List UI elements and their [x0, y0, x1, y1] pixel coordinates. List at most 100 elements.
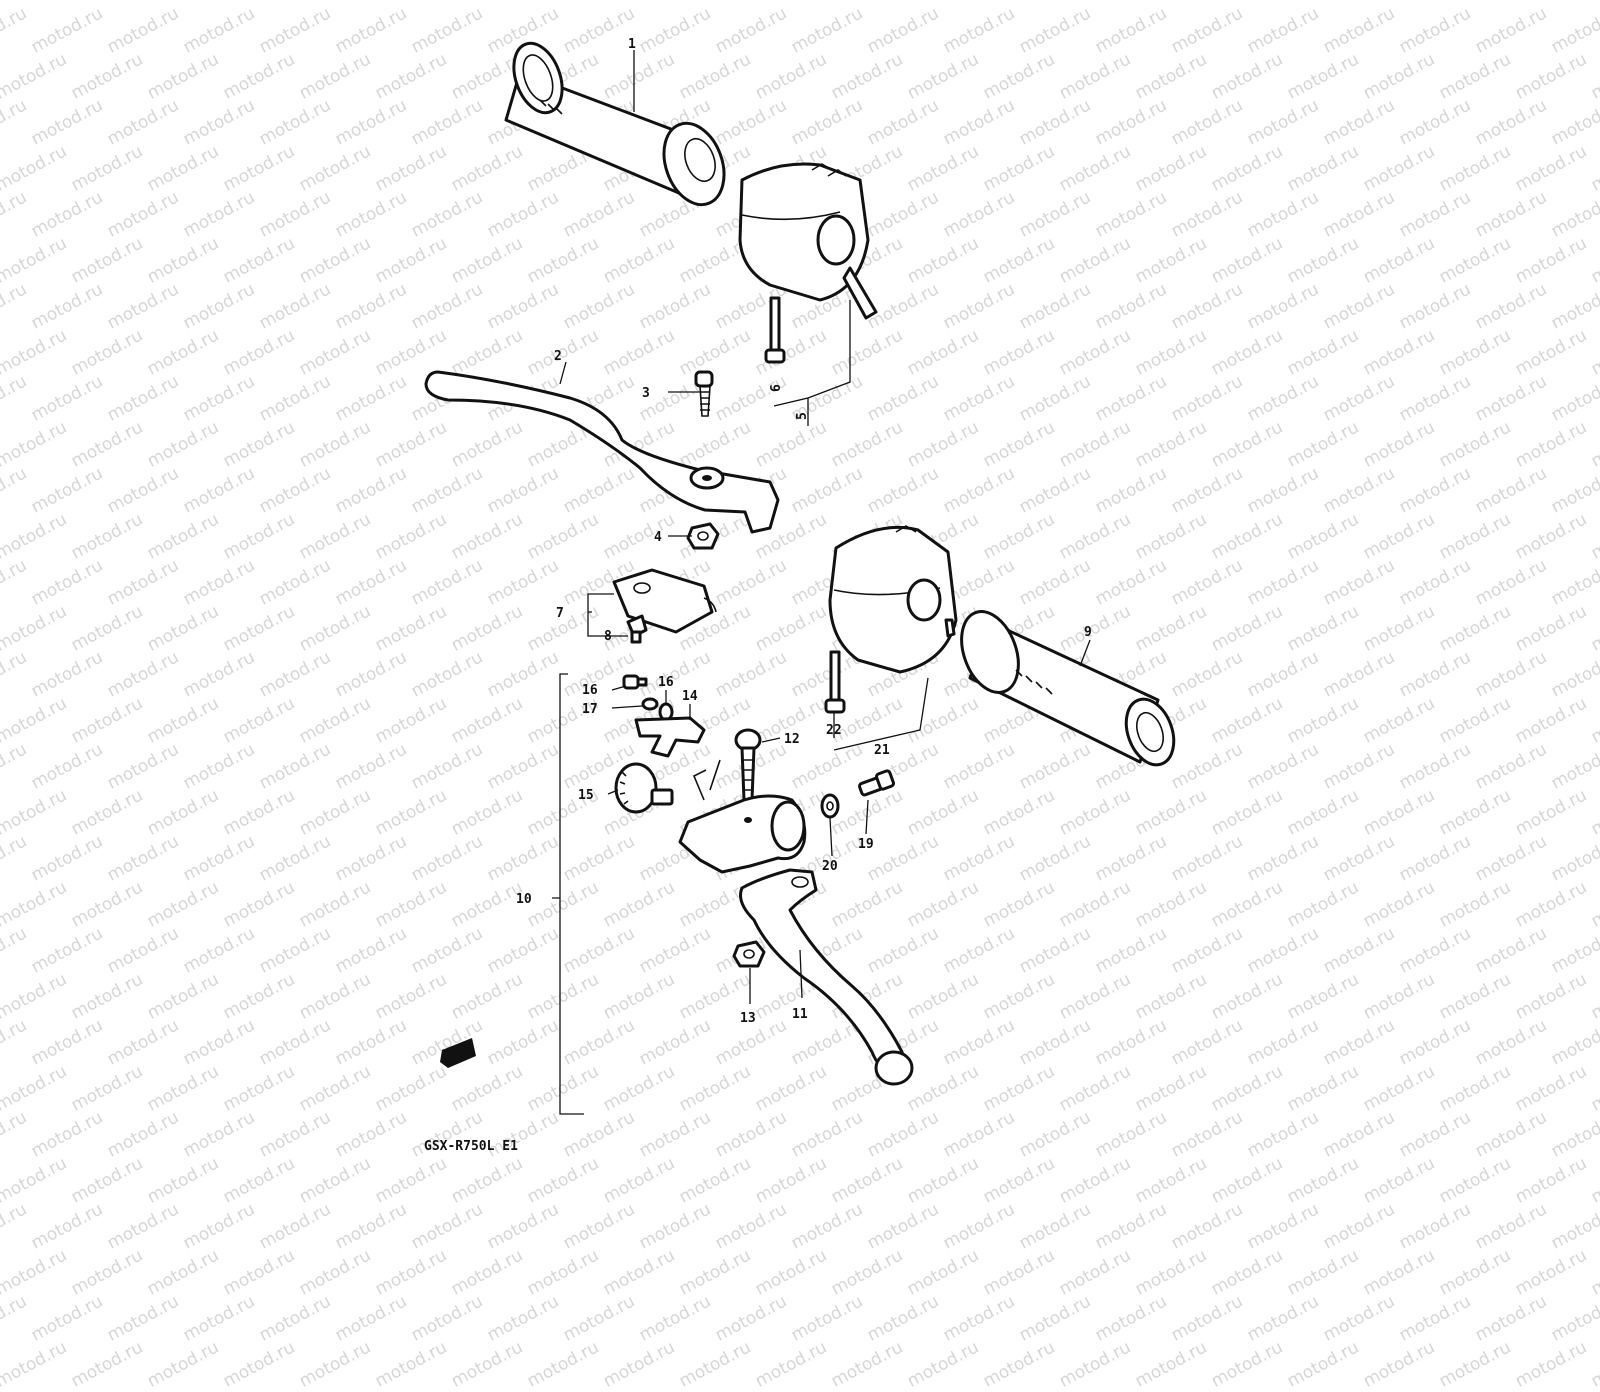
- watermark-text: motod.ru: [600, 1245, 679, 1300]
- callout-16a: 16: [582, 683, 598, 698]
- callout-9: 9: [1084, 625, 1092, 640]
- watermark-text: motod.ru: [1092, 1291, 1171, 1346]
- parts-diagram: 1 2 3 4 5 6 7 8 9 10 11 12 13 14 15 16 1…: [424, 37, 1176, 1154]
- watermark-text: motod.ru: [980, 1337, 1059, 1392]
- watermark-text: motod.ru: [676, 1245, 755, 1300]
- watermark-text: motod.ru: [712, 1291, 791, 1346]
- screw-22: [824, 650, 846, 714]
- right-switch-housing: [738, 162, 878, 320]
- callout-8: 8: [604, 629, 612, 644]
- watermark-text: motod.ru: [1548, 1199, 1600, 1254]
- watermark-text: motod.ru: [560, 1199, 639, 1254]
- watermark-text: motod.ru: [1244, 1199, 1323, 1254]
- callout-12: 12: [784, 732, 800, 747]
- watermark-text: motod.ru: [524, 1245, 603, 1300]
- watermark-text: motod.ru: [332, 1199, 411, 1254]
- watermark-text: motod.ru: [220, 1337, 299, 1392]
- watermark-text: motod.ru: [104, 1199, 183, 1254]
- watermark-text: motod.ru: [1436, 1337, 1515, 1392]
- watermark-text: motod.ru: [676, 1337, 755, 1392]
- callout-14: 14: [682, 689, 698, 704]
- watermark-text: motod.ru: [1132, 1337, 1211, 1392]
- callout-6: 6: [769, 384, 784, 392]
- callout-20: 20: [822, 859, 838, 874]
- watermark-text: motod.ru: [1436, 1245, 1515, 1300]
- callout-15: 15: [578, 788, 594, 803]
- callout-22: 22: [826, 723, 842, 738]
- watermark-text: motod.ru: [0, 1245, 71, 1300]
- nut-4: [686, 522, 720, 550]
- callout-4: 4: [654, 530, 662, 545]
- watermark-text: motod.ru: [1244, 1291, 1323, 1346]
- watermark-text: motod.ru: [296, 1245, 375, 1300]
- watermark-text: motod.ru: [1168, 1291, 1247, 1346]
- watermark-text: motod.ru: [68, 1337, 147, 1392]
- screw-6: [764, 296, 786, 364]
- watermark-text: motod.ru: [712, 1199, 791, 1254]
- watermark-text: motod.ru: [864, 1199, 943, 1254]
- watermark-text: motod.ru: [484, 1199, 563, 1254]
- watermark-text: motod.ru: [788, 1199, 867, 1254]
- watermark-text: motod.ru: [1320, 1199, 1399, 1254]
- leader-lines: [552, 50, 1091, 1115]
- watermark-text: motod.ru: [1396, 1199, 1475, 1254]
- watermark-text: motod.ru: [1472, 1291, 1551, 1346]
- watermark-text: motod.ru: [448, 1245, 527, 1300]
- watermark-text: motod.ru: [1092, 1199, 1171, 1254]
- watermark-text: motod.ru: [1208, 1337, 1287, 1392]
- watermark-text: motod.ru: [256, 1291, 335, 1346]
- watermark-text: motod.ru: [1208, 1245, 1287, 1300]
- watermark-text: motod.ru: [372, 1245, 451, 1300]
- pivot-bolt-12: [734, 728, 762, 802]
- watermark-text: motod.ru: [1360, 1245, 1439, 1300]
- watermark-text: motod.ru: [1588, 1245, 1600, 1300]
- watermark-text: motod.ru: [180, 1199, 259, 1254]
- callout-3: 3: [642, 386, 650, 401]
- watermark-text: motod.ru: [0, 1291, 31, 1346]
- callout-7: 7: [556, 606, 564, 621]
- callout-labels: 1 2 3 4 5 6 7 8 9 10 11 12 13 14 15 16 1…: [516, 37, 1092, 1026]
- watermark-text: motod.ru: [904, 1337, 983, 1392]
- watermark-text: motod.ru: [524, 1337, 603, 1392]
- watermark-text: motod.ru: [828, 1337, 907, 1392]
- watermark-text: motod.ru: [636, 1199, 715, 1254]
- watermark-text: motod.ru: [1056, 1245, 1135, 1300]
- callout-16b: 16: [658, 675, 674, 690]
- watermark-text: motod.ru: [372, 1337, 451, 1392]
- watermark-text: motod.ru: [1056, 1337, 1135, 1392]
- watermark-text: motod.ru: [408, 1291, 487, 1346]
- watermark-text: motod.ru: [1016, 1199, 1095, 1254]
- watermark-text: motod.ru: [752, 1245, 831, 1300]
- callout-2: 2: [554, 349, 562, 364]
- clutch-lever: [424, 370, 780, 534]
- watermark-text: motod.ru: [864, 1291, 943, 1346]
- watermark-text: motod.ru: [1360, 1337, 1439, 1392]
- model-caption: GSX-R750L E1: [424, 1139, 518, 1154]
- watermark-text: motod.ru: [0, 1337, 71, 1392]
- watermark-text: motod.ru: [788, 1291, 867, 1346]
- brake-lever-11: [739, 868, 914, 1086]
- watermark-text: motod.ru: [144, 1337, 223, 1392]
- bracket-14: [634, 716, 706, 758]
- watermark-text: motod.ru: [28, 1291, 107, 1346]
- watermark-text: motod.ru: [1588, 1337, 1600, 1392]
- watermark-text: motod.ru: [1548, 1291, 1600, 1346]
- watermark-text: motod.ru: [180, 1291, 259, 1346]
- throttle-grip: [504, 41, 726, 207]
- callout-11: 11: [792, 1007, 808, 1022]
- callout-5: 5: [795, 412, 810, 420]
- watermark-text: motod.ru: [1284, 1245, 1363, 1300]
- watermark-text: motod.ru: [828, 1245, 907, 1300]
- left-grip: [960, 610, 1176, 767]
- callout-10: 10: [516, 892, 532, 907]
- watermark-text: motod.ru: [256, 1199, 335, 1254]
- watermark-text: motod.ru: [940, 1291, 1019, 1346]
- pivot-bolt-3: [694, 370, 714, 417]
- watermark-text: motod.ru: [28, 1199, 107, 1254]
- watermark-text: motod.ru: [600, 1337, 679, 1392]
- watermark-text: motod.ru: [144, 1245, 223, 1300]
- watermark-text: motod.ru: [1320, 1291, 1399, 1346]
- direction-arrow-icon: [440, 1038, 476, 1068]
- callout-1: 1: [628, 37, 636, 52]
- left-switch-housing: [828, 525, 958, 674]
